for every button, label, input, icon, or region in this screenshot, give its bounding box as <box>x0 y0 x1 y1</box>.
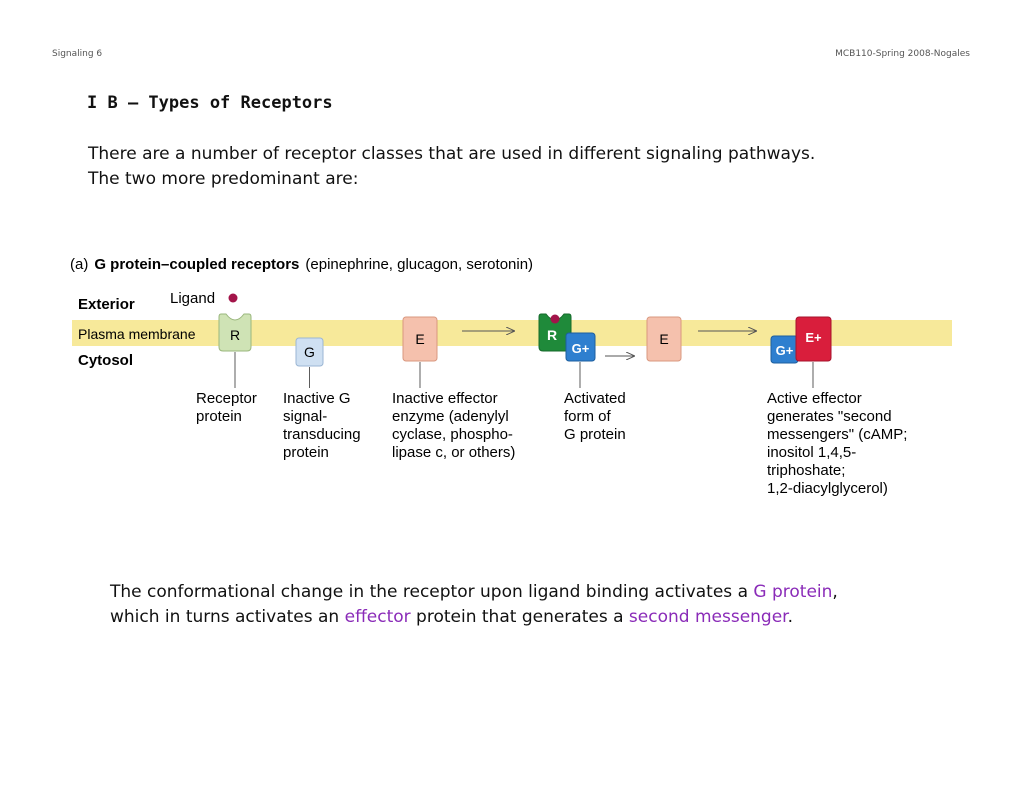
bound-ligand-dot <box>550 314 560 324</box>
inactive-g-description: Inactive G signal- transducing protein <box>283 390 365 461</box>
g-protein-bound-label: G+ <box>776 343 794 358</box>
caption-second-messenger-term: second messenger <box>628 607 788 627</box>
g-protein-active-shape <box>565 332 596 362</box>
gpcr-diagram: (a) G protein–coupled receptors (epinephri… <box>70 256 952 497</box>
receptor-active-label: R <box>547 327 557 343</box>
caption-text-3: which in turns activates an <box>110 607 345 627</box>
page-header-right: MCB110-Spring 2008-Nogales <box>835 49 970 59</box>
panel-examples: (epinephrine, glucagon, serotonin) <box>305 256 533 273</box>
effector-inactive-shape-2 <box>646 316 682 362</box>
cytosol-label: Cytosol <box>78 352 133 369</box>
effector-inactive-label-2: E <box>659 331 668 347</box>
caption-line-1: The conformational change in the recepto… <box>110 580 990 605</box>
caption-text-4: protein that generates a <box>410 607 629 627</box>
intro-line-1: There are a number of receptor classes t… <box>88 144 816 164</box>
caption-g-protein-term: G protein <box>753 582 833 602</box>
ligand-label: Ligand <box>170 290 215 307</box>
intro-paragraph: There are a number of receptor classes t… <box>88 142 988 192</box>
inactive-effector-description: Inactive effector enzyme (adenylyl cycla… <box>392 390 517 461</box>
caption-text-2: , <box>832 582 838 602</box>
g-protein-active-label: G+ <box>572 341 590 356</box>
receptor-inactive-label: R <box>230 327 240 343</box>
panel-title: G protein–coupled receptors <box>94 256 299 273</box>
effector-inactive-shape <box>402 316 438 362</box>
section-heading: I B – Types of Receptors <box>87 93 333 113</box>
effector-active-label: E+ <box>805 330 822 345</box>
caption-text-5: . <box>787 607 794 627</box>
receptor-description: Receptor protein <box>196 390 261 425</box>
caption-line-2: which in turns activates an effector pro… <box>110 605 990 630</box>
intro-line-2: The two more predominant are: <box>88 169 359 189</box>
plasma-membrane-label: Plasma membrane <box>78 326 196 342</box>
receptor-inactive-shape <box>218 313 252 352</box>
page-header-left: Signaling 6 <box>52 49 103 59</box>
g-protein-inactive-label: G <box>304 344 315 360</box>
panel-title-line: (a) G protein–coupled receptors (epinephri… <box>70 256 533 273</box>
caption-effector-term: effector <box>344 607 411 627</box>
effector-active-shape <box>795 316 832 362</box>
panel-label: (a) <box>70 256 88 273</box>
effector-inactive-label: E <box>415 331 424 347</box>
activated-g-description: Activated form of G protein <box>564 390 630 443</box>
gpcr-figure: (a) G protein–coupled receptors (epinephri… <box>0 240 1024 520</box>
active-effector-description: Active effector generates "second messen… <box>767 390 912 497</box>
caption-paragraph: The conformational change in the recepto… <box>110 580 990 630</box>
ligand-dot <box>228 293 238 303</box>
exterior-label: Exterior <box>78 296 135 313</box>
g-protein-inactive-shape <box>295 337 324 367</box>
caption-text-1: The conformational change in the recepto… <box>110 582 754 602</box>
